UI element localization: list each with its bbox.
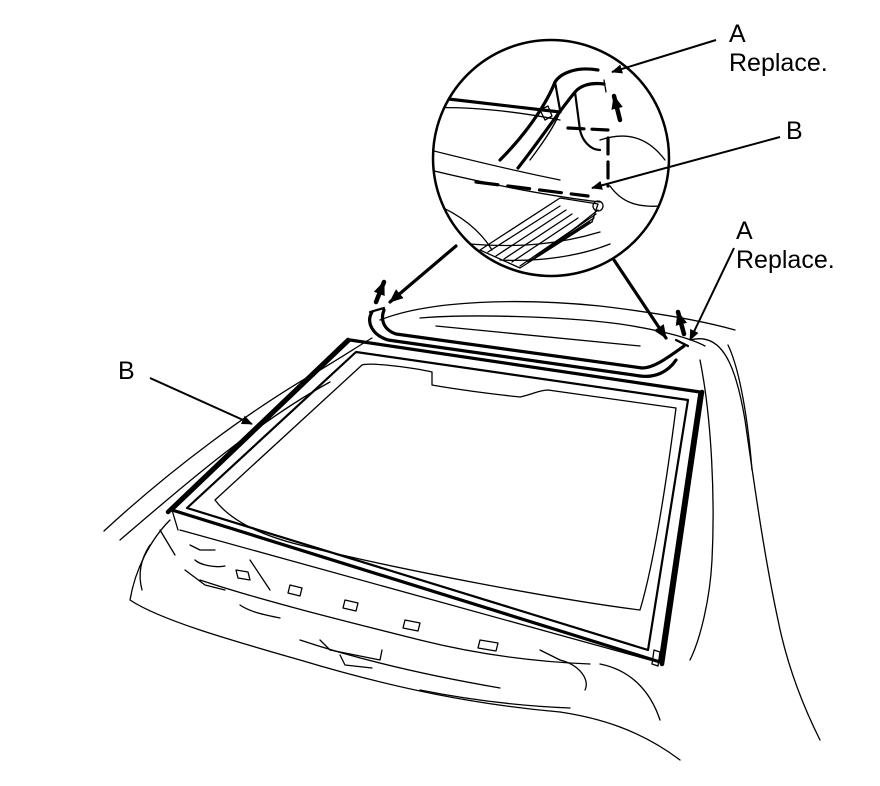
callout-b-left: B	[118, 357, 135, 386]
leader-lines	[149, 39, 781, 425]
callout-a-top-letter: A	[729, 20, 746, 48]
callout-b-top-letter: B	[786, 117, 803, 145]
car-body	[103, 300, 821, 761]
callout-a-right: A Replace.	[736, 217, 835, 275]
callout-a-right-note: Replace.	[736, 246, 835, 274]
callout-a-right-letter: A	[736, 217, 753, 245]
callout-a-top-note: Replace.	[729, 49, 828, 77]
molding-b-side	[165, 337, 705, 667]
callout-a-top: A Replace.	[729, 20, 828, 78]
molding-a-upper	[368, 306, 690, 378]
windshield	[170, 338, 702, 664]
callout-b-left-letter: B	[118, 357, 135, 385]
detail-magnifier	[431, 38, 671, 278]
callout-b-top: B	[786, 117, 803, 146]
